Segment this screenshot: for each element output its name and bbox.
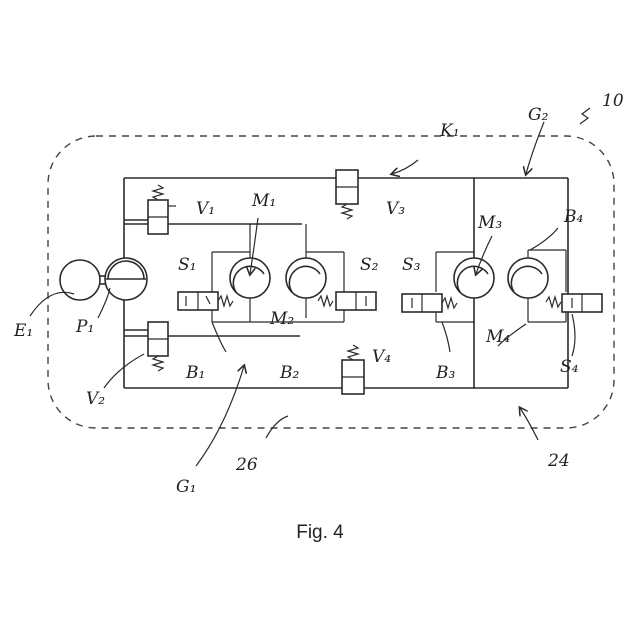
label-b2: B₂ xyxy=(279,363,299,383)
label-s1: S₁ xyxy=(178,255,196,275)
motor-m3 xyxy=(454,258,494,298)
valve-v4 xyxy=(342,345,364,394)
label-g2: G₂ xyxy=(528,105,549,125)
main-circuit-lines xyxy=(124,178,568,388)
label-ref-26: 26 xyxy=(235,455,258,475)
label-v4: V₄ xyxy=(372,347,391,367)
label-m2: M₂ xyxy=(269,309,294,329)
label-ref-10: 10 xyxy=(602,91,624,111)
label-k1: K₁ xyxy=(439,121,460,141)
valve-v2 xyxy=(148,322,168,371)
label-m3: M₃ xyxy=(477,213,502,233)
valve-s2 xyxy=(318,292,376,310)
engine-e1 xyxy=(60,260,106,300)
valve-s4 xyxy=(546,294,602,312)
label-b4: B₄ xyxy=(563,207,583,227)
pump-p1 xyxy=(105,258,147,300)
label-v2: V₂ xyxy=(86,389,105,409)
valve-s1 xyxy=(178,292,233,310)
valve-v1 xyxy=(148,185,176,234)
label-s2: S₂ xyxy=(360,255,379,275)
label-g1: G₁ xyxy=(176,477,196,497)
valve-v3 xyxy=(336,170,358,219)
motor-m2 xyxy=(286,224,326,318)
label-s4: S₄ xyxy=(560,357,579,377)
label-ref-24: 24 xyxy=(547,451,570,471)
label-e1: E₁ xyxy=(13,321,33,341)
label-m4: M₄ xyxy=(485,327,510,347)
label-m1: M₁ xyxy=(251,191,276,211)
label-v3: V₃ xyxy=(386,199,405,219)
label-p1: P₁ xyxy=(75,317,94,337)
label-b1: B₁ xyxy=(185,363,205,383)
figure-caption: Fig. 4 xyxy=(0,522,640,544)
valve-s3 xyxy=(402,294,457,312)
label-s3: S₃ xyxy=(402,255,421,275)
motor-m4 xyxy=(508,250,548,322)
label-v1: V₁ xyxy=(196,199,215,219)
label-b3: B₃ xyxy=(435,363,455,383)
